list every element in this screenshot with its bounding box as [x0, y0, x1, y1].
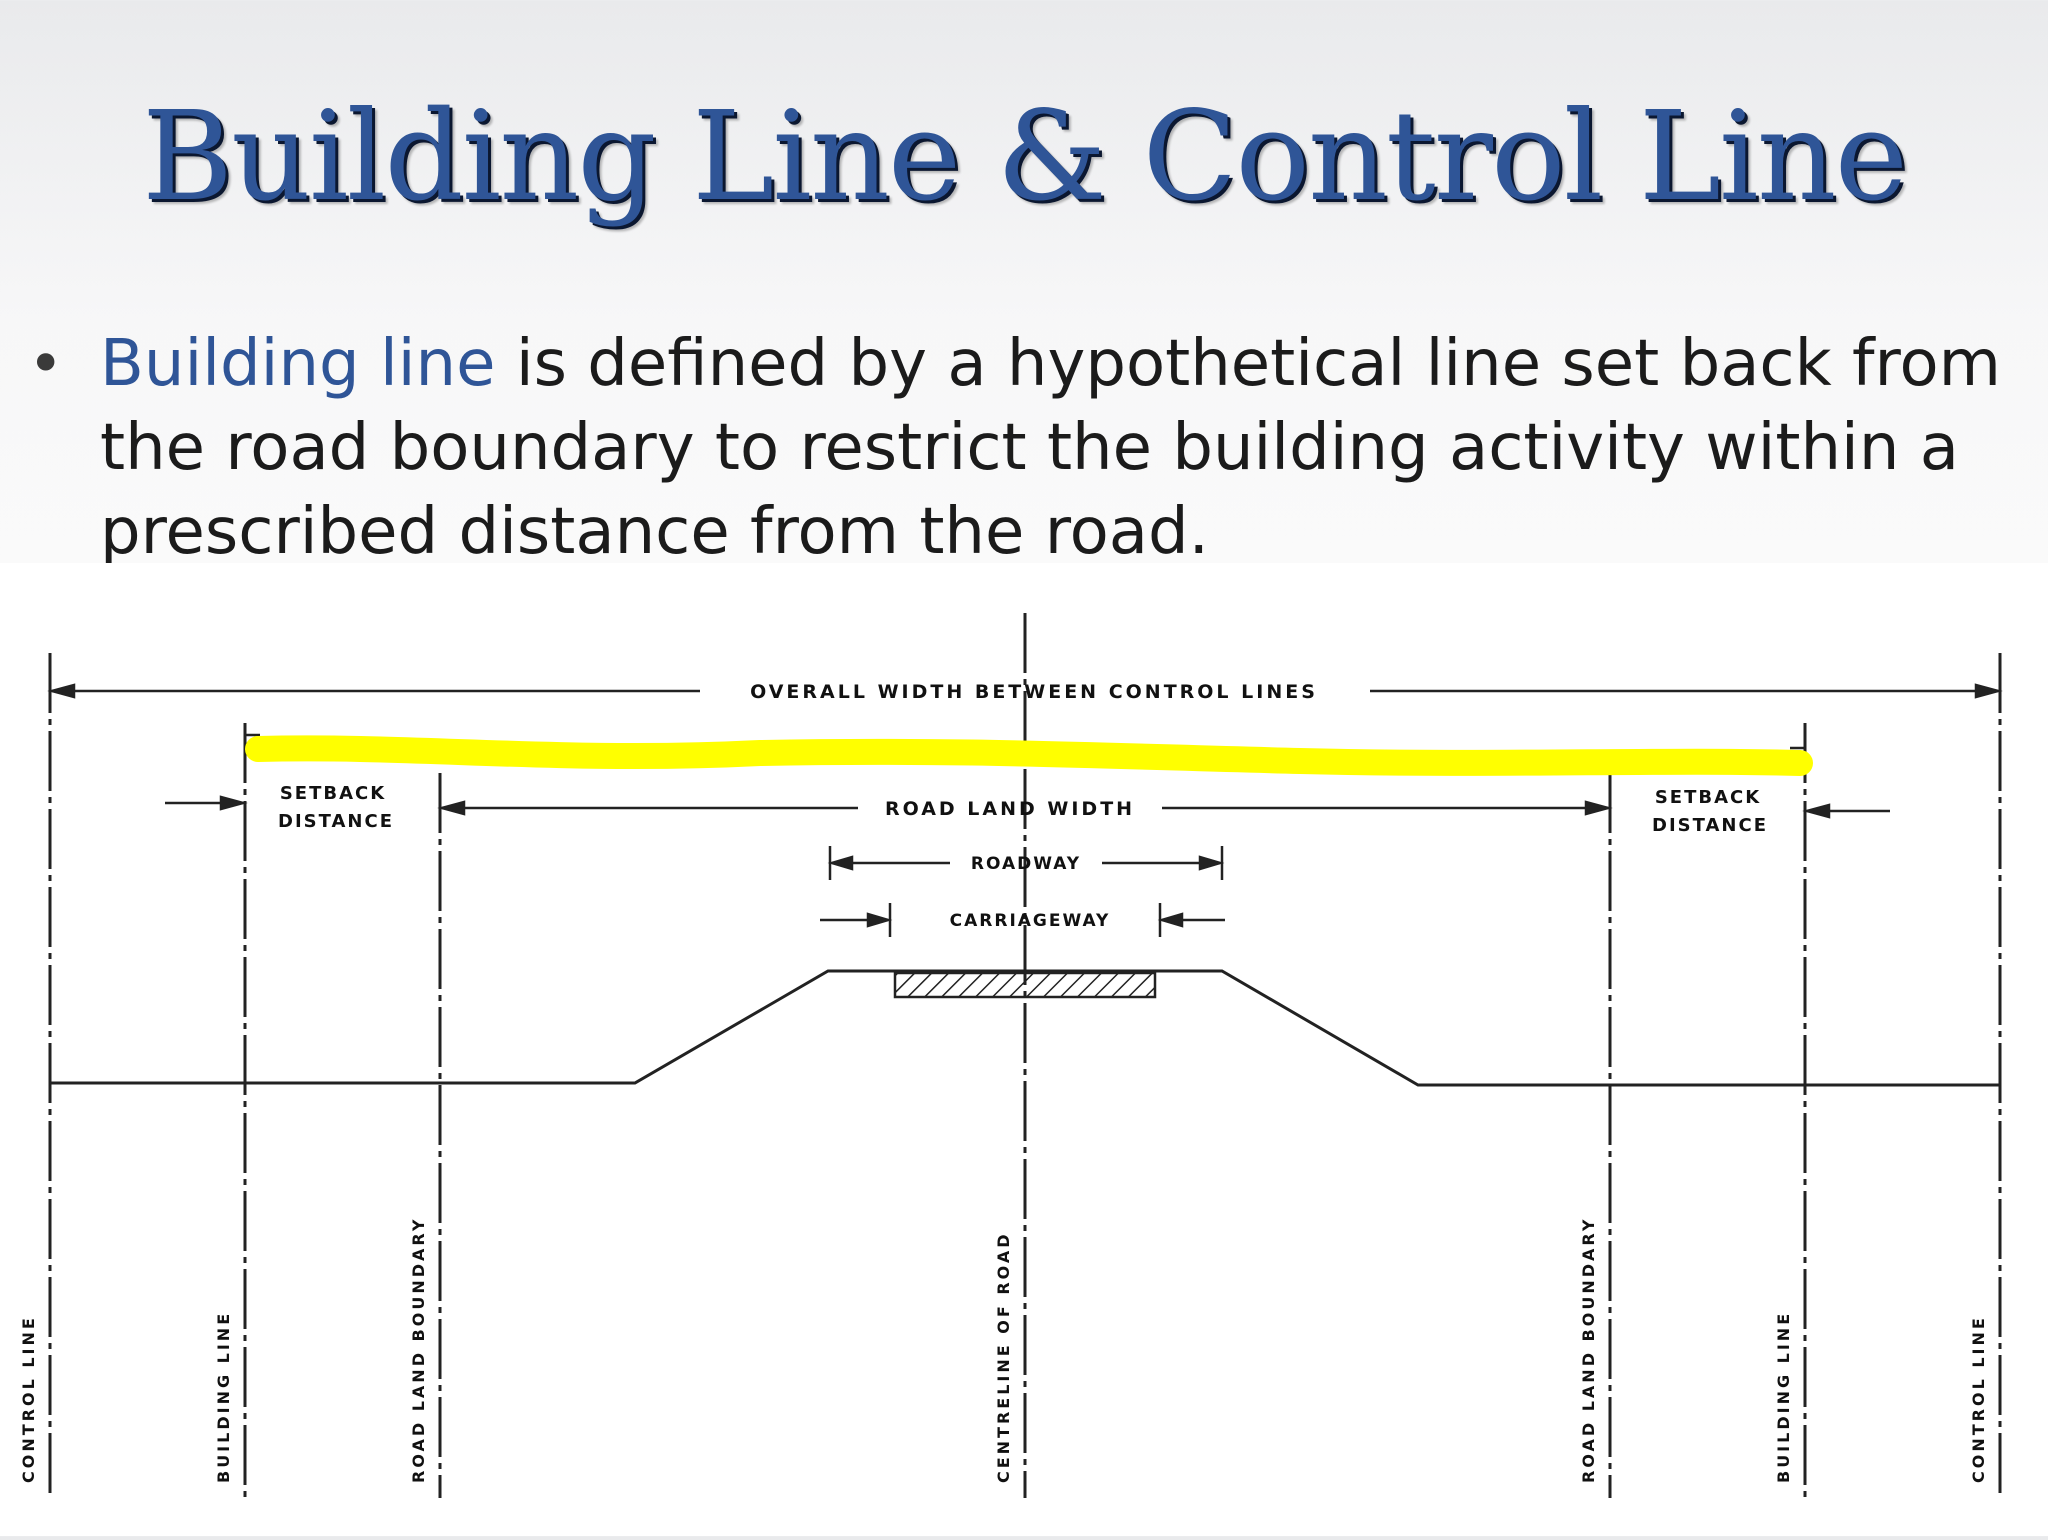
setback-left-arrowhead: [219, 795, 248, 811]
roadway-arrow-right: [1198, 855, 1225, 871]
overall-arrow-right: [1974, 683, 2003, 699]
highlight-stroke: [245, 735, 1813, 776]
carriageway-pavement: [893, 971, 1157, 999]
road-land-arrow-right: [1584, 800, 1613, 816]
setback-left-label-2: DISTANCE: [278, 811, 394, 832]
setback-right-label-2: DISTANCE: [1652, 815, 1768, 836]
road-land-boundary-right-label: ROAD LAND BOUNDARY: [1579, 1217, 1598, 1483]
road-land-width-label: ROAD LAND WIDTH: [885, 798, 1135, 820]
road-land-boundary-left-label: ROAD LAND BOUNDARY: [409, 1217, 428, 1483]
bullet-item: • Building line is defined by a hypothet…: [28, 322, 2008, 574]
control-line-right-label: CONTROL LINE: [1969, 1315, 1988, 1483]
cross-section-diagram: OVERALL WIDTH BETWEEN CONTROL LINES ROAD…: [0, 563, 2048, 1536]
bullet-dot: •: [28, 329, 64, 399]
roadway-label: ROADWAY: [971, 854, 1081, 874]
carriageway-label: CARRIAGEWAY: [950, 911, 1111, 931]
building-line-left-label: BUILDING LINE: [214, 1311, 233, 1483]
roadway-arrow-left: [827, 855, 854, 871]
overall-arrow-left: [47, 683, 76, 699]
cross-section-svg: OVERALL WIDTH BETWEEN CONTROL LINES ROAD…: [19, 613, 2003, 1498]
slide-title: Building Line & Control Line: [142, 85, 1908, 229]
centreline-label: CENTRELINE OF ROAD: [994, 1231, 1013, 1483]
setback-right-label-1: SETBACK: [1655, 787, 1761, 808]
carriageway-arrow-left: [866, 912, 893, 928]
vertical-labels: CONTROL LINE BUILDING LINE ROAD LAND BOU…: [19, 1217, 1988, 1483]
overall-width-label: OVERALL WIDTH BETWEEN CONTROL LINES: [750, 681, 1318, 703]
building-line-right-label: BUILDING LINE: [1774, 1311, 1793, 1483]
dimension-lines: [47, 683, 2003, 937]
vertical-reference-lines: [48, 613, 2002, 1498]
ground-profile: [50, 969, 2000, 1087]
bullet-definition: is defined by a hypothetical line set ba…: [100, 327, 2001, 569]
setback-left-label-1: SETBACK: [280, 783, 386, 804]
setback-right-arrowhead: [1802, 803, 1831, 819]
carriageway-arrow-right: [1157, 912, 1184, 928]
road-land-arrow-left: [437, 800, 466, 816]
control-line-left-label: CONTROL LINE: [19, 1315, 38, 1483]
bullet-text: Building line is defined by a hypothetic…: [100, 322, 2008, 574]
bullet-term: Building line: [100, 327, 496, 401]
